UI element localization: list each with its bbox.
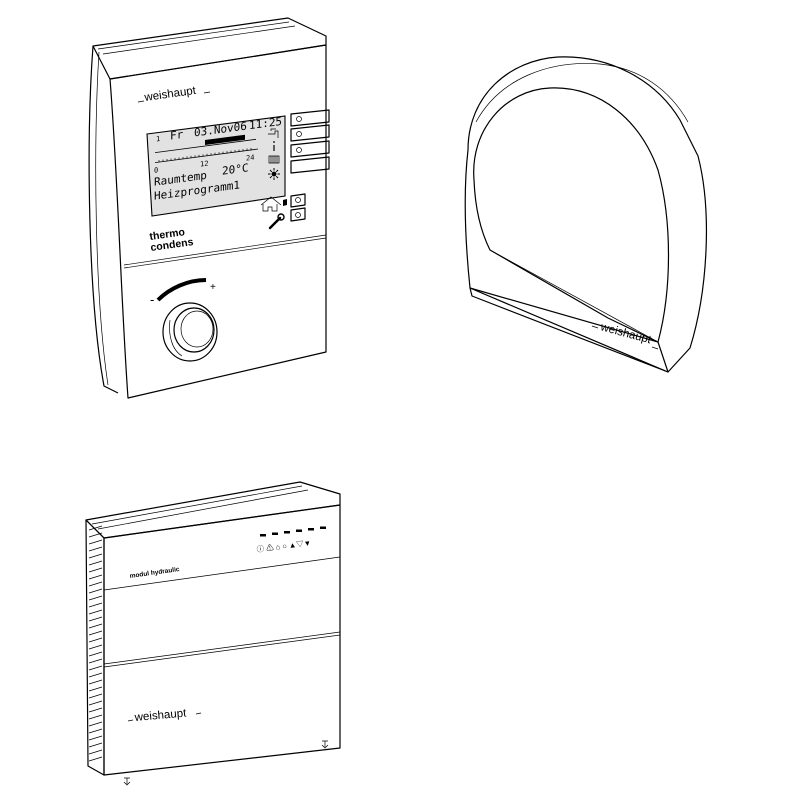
sensor-brand-logo: weishaupt <box>591 321 659 350</box>
outdoor-sensor: weishaupt <box>464 56 708 373</box>
service-button[interactable] <box>290 207 306 222</box>
module-brand-logo: weishaupt <box>127 707 202 724</box>
status-led-4 <box>296 529 302 532</box>
hydraulic-module: ⓘ ⚠ ⌂ ○ ▲▽▼ modul hydraulic weishaupt <box>85 481 341 786</box>
svg-text:weishaupt: weishaupt <box>133 707 187 724</box>
function-button-2[interactable] <box>290 124 330 142</box>
status-led-6 <box>320 526 326 529</box>
home-icon <box>260 196 287 212</box>
controller-brand-logo: weishaupt <box>137 85 211 104</box>
display-room-value: 20°C <box>222 161 248 177</box>
svg-text:weishaupt: weishaupt <box>143 85 198 104</box>
schedule-ticks <box>158 147 252 163</box>
lcd-display: 1 Fr 03.Nov06 11:25 0 12 24 Raumtemp 20°… <box>146 115 286 217</box>
function-button-1[interactable] <box>290 109 330 127</box>
display-line-number: 1 <box>156 134 160 144</box>
display-day: Fr <box>170 128 184 143</box>
function-button-3[interactable] <box>290 140 330 158</box>
status-led-2 <box>272 532 278 535</box>
svg-text:condens: condens <box>150 236 195 254</box>
function-button-4[interactable] <box>290 156 330 174</box>
tick-label-12: 12 <box>200 159 208 169</box>
display-time: 11:25 <box>249 115 282 132</box>
wrench-icon <box>268 213 285 230</box>
module-label: modul hydraulic <box>129 566 180 580</box>
rotary-dial[interactable]: - + <box>150 278 218 362</box>
sun-icon <box>268 168 280 180</box>
info-icon <box>273 141 275 151</box>
indicator-symbols: ⓘ ⚠ ⌂ ○ ▲▽▼ <box>256 538 311 554</box>
status-led-3 <box>284 531 290 534</box>
dial-minus-label: - <box>150 292 154 307</box>
vent-ribs <box>88 525 103 762</box>
status-led-5 <box>308 528 314 531</box>
svg-text:thermo: thermo <box>149 226 186 243</box>
tick-label-0: 0 <box>154 165 158 175</box>
status-led-1 <box>260 534 266 537</box>
screw-icon-bottom-left <box>123 777 131 786</box>
tick-label-24: 24 <box>246 153 254 163</box>
radiator-icon <box>268 155 280 164</box>
screw-icon-bottom-right <box>321 740 329 749</box>
dial-plus-label: + <box>210 282 216 293</box>
schedule-active-bar <box>205 134 245 146</box>
svg-text:weishaupt: weishaupt <box>598 321 653 346</box>
product-line-label: thermo condens <box>149 226 195 254</box>
wall-controller: weishaupt 1 Fr 03.Nov06 11:25 0 12 <box>88 17 330 399</box>
home-button[interactable] <box>290 193 306 208</box>
function-buttons <box>290 109 330 174</box>
tap-icon <box>268 128 279 138</box>
status-leds <box>260 526 326 537</box>
